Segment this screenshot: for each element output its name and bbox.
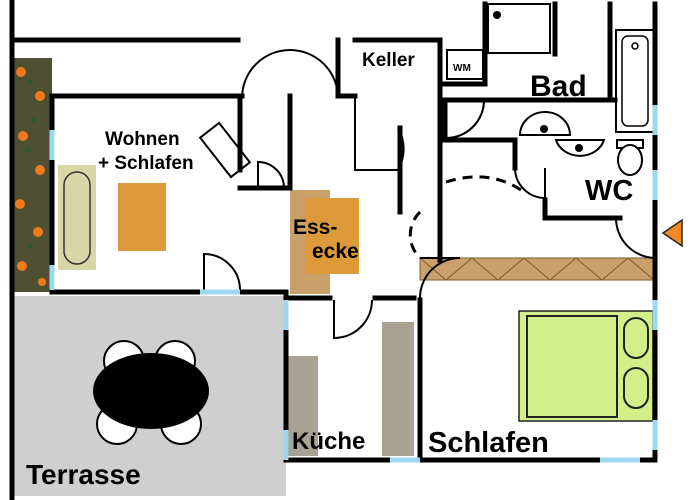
pillow [623,317,649,359]
shower-drain [493,11,501,19]
room-label-wohnen-schlafen: + Schlafen [98,153,194,174]
room-label-wohnen: Wohnen [105,129,180,150]
windows [49,105,658,463]
curtain-divider [408,175,525,260]
washing-machine-label: WM [453,63,471,74]
room-label-essecke: Ess- [293,216,337,239]
wc-washbasin-drain [575,144,583,152]
room-label-wc: WC [585,175,633,207]
room-label-schlafen: Schlafen [428,427,549,459]
coffee-table [118,183,166,251]
washing-machine [446,49,484,80]
bathtub-drain [631,42,639,50]
kitchen-counter [288,356,318,456]
bathtub-inner [621,35,649,127]
wardrobe [419,257,657,281]
entrance-arrow-icon[interactable] [661,218,683,248]
kitchen-counter [382,322,414,456]
toilet-bowl [617,144,643,176]
washbasin [518,111,572,136]
room-label-essecke-2: ecke [312,240,359,263]
bed-frame [526,315,618,418]
terrace-table [93,353,209,429]
area-label-terrasse: Terrasse [26,459,141,490]
dining-table [305,198,359,274]
room-label-bad: Bad [530,70,587,103]
pillow [623,367,649,409]
flower-planter-icon [12,58,52,292]
sofa-cushion [63,171,91,265]
room-label-keller: Keller [362,50,415,71]
washbasin-drain [540,125,548,133]
wardrobe-pattern [419,257,655,281]
room-label-kueche: Küche [292,428,365,455]
